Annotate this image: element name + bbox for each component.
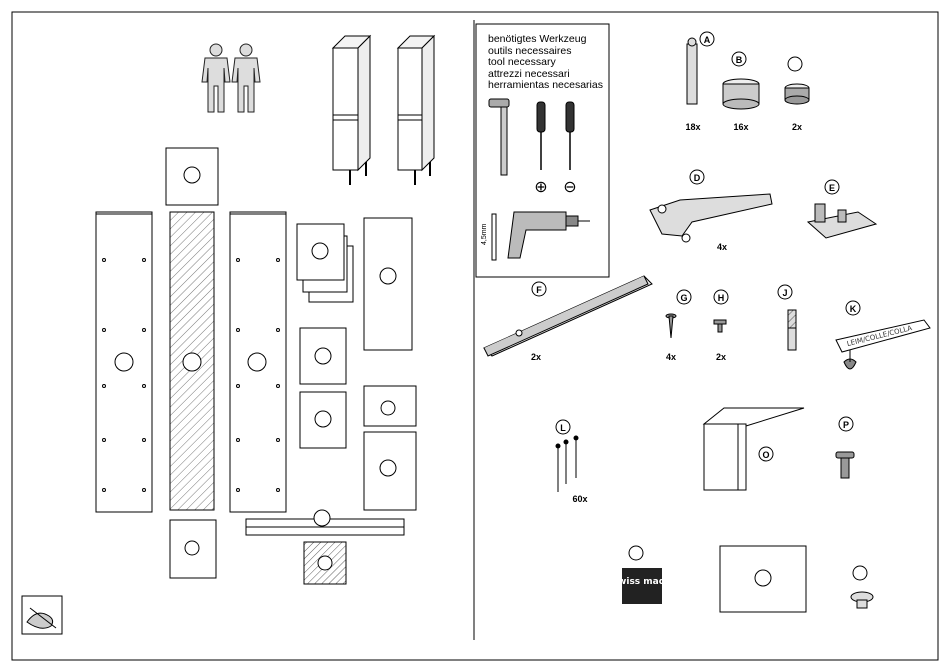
short-screw-icon [714,320,726,332]
badge-a-label: A [704,35,711,45]
tools-required-text: benötigtes Werkzeug outils necessaires t… [488,34,603,92]
badge-j-label: J [782,288,787,298]
cleaning-glove-icon [22,596,62,634]
badge-knob [853,566,867,580]
badge-o-label: O [762,450,769,460]
shelves-stack [297,224,353,302]
badge-g-label: G [680,293,687,303]
panel-front-small [364,386,416,426]
panel-side-left [96,212,152,512]
cam-bolt-icon [687,38,697,104]
knob-icon [851,592,873,608]
badge-c [788,57,802,71]
dowel-icon [788,310,796,350]
qty-a: 18x [685,122,700,132]
panel-back-hole [183,353,201,371]
qty-g: 4x [666,352,676,362]
cabinet-view-left [333,36,370,185]
swiss-made-logo: swiss made [613,568,672,604]
brand-logo-text: swiss made [613,577,672,587]
tools-line-es: herramientas necesarias [488,80,603,92]
mounting-plate-icon [808,204,876,238]
panel-rail-long [246,510,404,535]
bracket-icon [704,408,804,490]
qty-d: 4x [717,242,727,252]
drill-bit-icon [492,214,496,260]
qty-h: 2x [716,352,726,362]
tools-line-de: benötigtes Werkzeug [488,34,603,46]
rail-icon [484,276,652,356]
panel-side-right [230,212,286,512]
hinge-icon [650,194,772,242]
qty-f: 2x [531,352,541,362]
panel-box-large [720,546,806,612]
qty-b: 16x [733,122,748,132]
plus-symbol: ⊕ [534,179,547,196]
panel-drawer-1 [300,328,346,384]
badge-h-label: H [718,293,725,303]
badge-f-label: F [536,285,542,295]
drill-icon [508,212,590,258]
panel-front-large [364,432,416,510]
screwdriver-plus-icon [537,102,545,170]
nail-icon [556,436,578,492]
screw-icon [666,314,676,338]
shelf-support-icon [785,84,809,104]
cam-lock-icon [723,79,759,109]
cabinet-view-right [398,36,434,185]
panel-top [166,148,218,205]
qty-l: 60x [572,494,587,504]
minus-symbol: ⊖ [563,179,576,196]
panel-plinth [170,520,216,578]
bolt-icon [836,452,854,478]
badge-e-label: E [829,183,835,193]
qty-c: 2x [792,122,802,132]
two-persons-icon [202,44,260,112]
badge-p-label: P [843,420,849,430]
hammer-icon [489,99,509,175]
badge-logo [629,546,643,560]
panel-drawer-2 [300,392,346,448]
panel-door [364,218,412,350]
badge-k-label: K [850,304,857,314]
badge-l-label: L [560,423,566,433]
badge-b-label: B [736,55,743,65]
panel-bottom-hole [318,556,332,570]
drill-bit-label: 4,5mm [481,223,488,245]
badge-d-label: D [694,173,701,183]
screwdriver-minus-icon [566,102,574,170]
